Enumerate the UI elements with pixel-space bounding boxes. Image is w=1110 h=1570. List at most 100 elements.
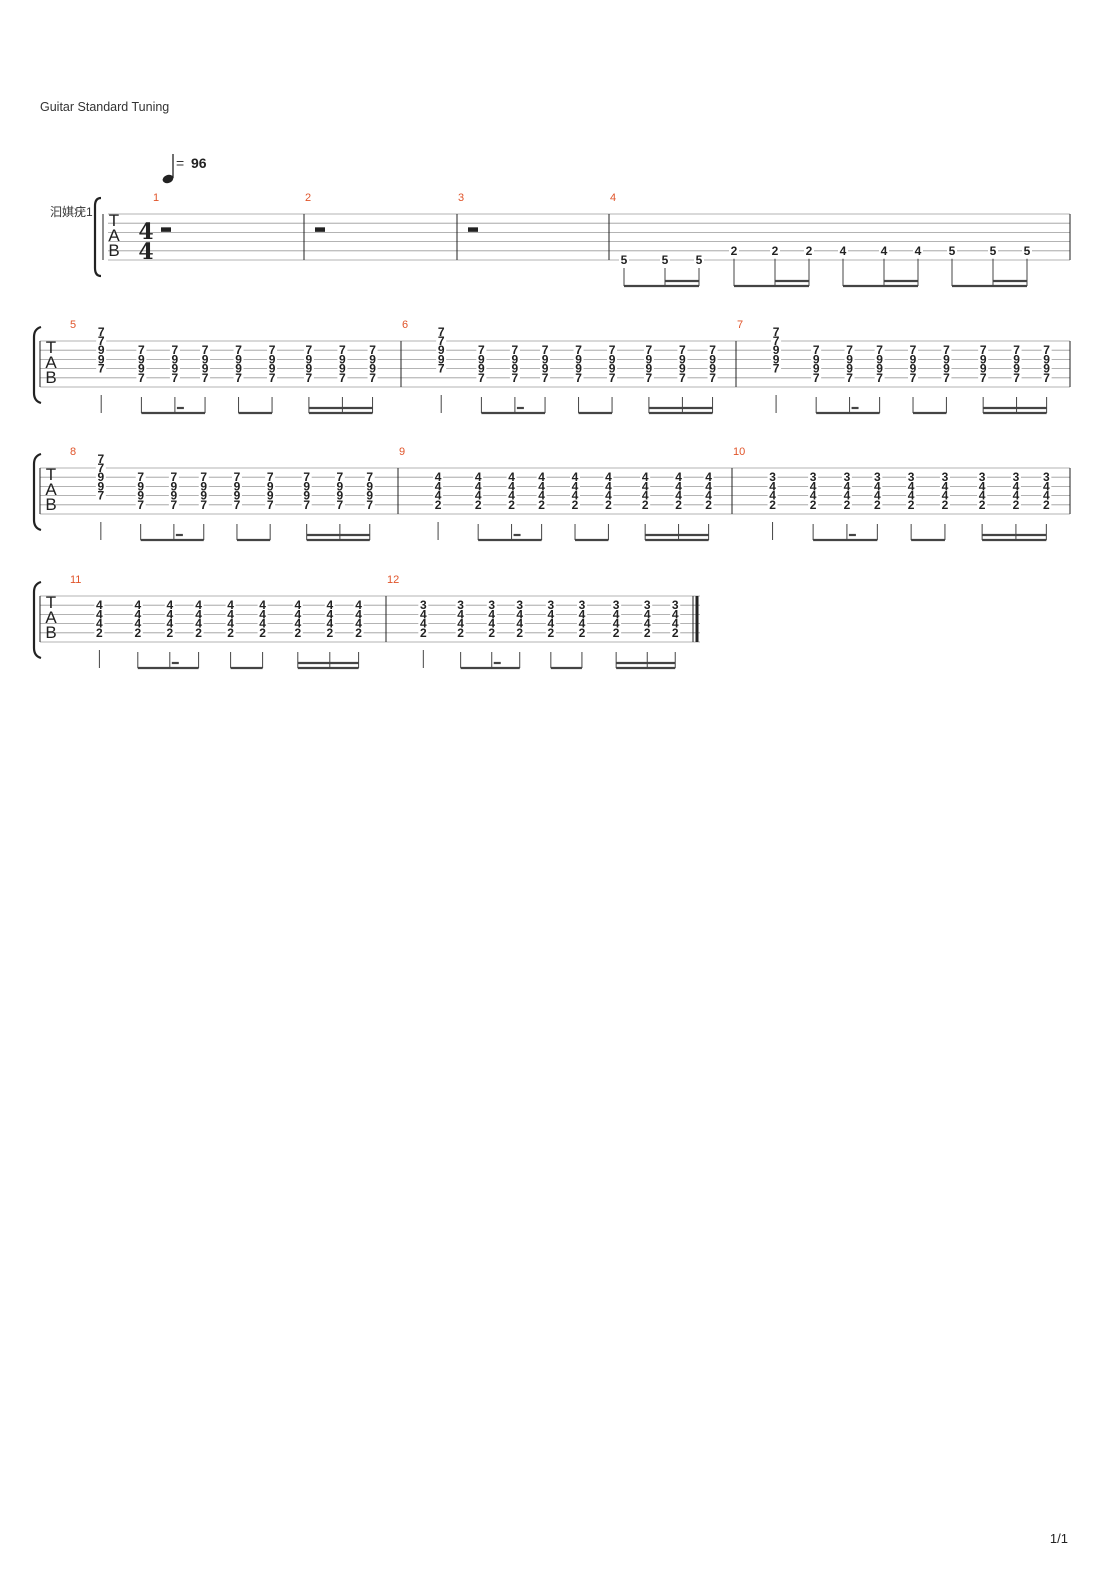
- fret-number: 7: [846, 371, 853, 385]
- fret-number: 7: [97, 461, 104, 475]
- fret-bg: [771, 326, 782, 337]
- fret-number: 4: [579, 617, 586, 631]
- fret-bg: [643, 354, 654, 365]
- fret-bg: [292, 618, 303, 629]
- fret-number: 4: [195, 617, 202, 631]
- fret-bg: [804, 244, 814, 257]
- fret-bg: [941, 345, 952, 356]
- fret-number: 2: [605, 498, 612, 512]
- fret-bg: [233, 363, 244, 374]
- fret-bg: [811, 372, 822, 383]
- fret-bg: [611, 618, 622, 629]
- fret-number: 4: [769, 489, 776, 503]
- fret-bg: [337, 372, 348, 383]
- fret-bg: [573, 372, 584, 383]
- fret-number: 9: [679, 352, 686, 366]
- fret-number: 9: [679, 362, 686, 376]
- fret-number: 4: [642, 479, 649, 493]
- fret-bg: [767, 472, 778, 483]
- fret-number: 2: [908, 498, 915, 512]
- fret-number: 3: [488, 598, 495, 612]
- fret-bg: [607, 345, 618, 356]
- fret-number: 9: [172, 362, 179, 376]
- fret-number: 7: [200, 498, 207, 512]
- fret-bg: [1041, 345, 1052, 356]
- fret-bg: [941, 354, 952, 365]
- fret-number: 7: [679, 343, 686, 357]
- fret-bg: [611, 609, 622, 620]
- fret-bg: [506, 499, 517, 510]
- fret-number: 7: [1043, 371, 1050, 385]
- fret-number: 3: [979, 470, 986, 484]
- fret-number: 4: [547, 607, 554, 621]
- fret-bg: [303, 372, 314, 383]
- fret-bg: [418, 609, 429, 620]
- fret-bg: [169, 345, 180, 356]
- fret-number: 4: [259, 607, 266, 621]
- fret-number: 9: [172, 352, 179, 366]
- fret-number: 9: [773, 352, 780, 366]
- fret-bg: [193, 609, 204, 620]
- fret-bg: [200, 372, 211, 383]
- fret-number: 7: [138, 343, 145, 357]
- fret-bg: [473, 481, 484, 492]
- fret-number: 9: [1043, 362, 1050, 376]
- fret-number: 9: [235, 362, 242, 376]
- fret-bg: [136, 372, 147, 383]
- fret-bg: [96, 326, 107, 337]
- fret-number: 7: [137, 470, 144, 484]
- fret-number: 4: [326, 617, 333, 631]
- fret-bg: [169, 354, 180, 365]
- fret-bg: [506, 472, 517, 483]
- fret-number: 7: [709, 343, 716, 357]
- fret-bg: [978, 372, 989, 383]
- fret-bg: [619, 254, 629, 266]
- fret-bg: [233, 372, 244, 383]
- fret-bg: [476, 372, 487, 383]
- fret-bg: [257, 618, 268, 629]
- fret-bg: [841, 490, 852, 501]
- fret-bg: [225, 627, 236, 638]
- fret-bg: [872, 499, 883, 510]
- fret-bg: [198, 481, 209, 492]
- fret-bg: [947, 244, 957, 257]
- fret-number: 7: [97, 452, 104, 466]
- fret-bg: [303, 363, 314, 374]
- fret-number: 2: [457, 626, 464, 640]
- fret-number: 5: [662, 253, 669, 267]
- fret-bg: [418, 627, 429, 638]
- fret-number: 3: [644, 598, 651, 612]
- fret-bg: [367, 354, 378, 365]
- tab-clef-letter: A: [108, 226, 120, 245]
- fret-number: 9: [369, 352, 376, 366]
- fret-bg: [670, 609, 681, 620]
- fret-number: 2: [810, 498, 817, 512]
- fret-number: 4: [644, 617, 651, 631]
- fret-bg: [436, 354, 447, 365]
- fret-bg: [771, 363, 782, 374]
- fret-number: 9: [303, 479, 310, 493]
- fret-bg: [767, 481, 778, 492]
- fret-number: 7: [339, 371, 346, 385]
- fret-number: 9: [137, 489, 144, 503]
- fret-bg: [337, 354, 348, 365]
- fret-bg: [135, 481, 146, 492]
- fret-bg: [476, 363, 487, 374]
- fret-bg: [811, 345, 822, 356]
- fret-bg: [486, 600, 497, 611]
- fret-number: 9: [846, 362, 853, 376]
- fret-bg: [640, 472, 651, 483]
- fret-number: 4: [475, 489, 482, 503]
- fret-bg: [324, 627, 335, 638]
- fret-number: 7: [943, 371, 950, 385]
- fret-bg: [433, 481, 444, 492]
- fret-bg: [545, 600, 556, 611]
- fret-bg: [132, 609, 143, 620]
- fret-number: 2: [769, 498, 776, 512]
- fret-number: 7: [306, 343, 313, 357]
- fret-number: 7: [575, 371, 582, 385]
- fret-number: 4: [355, 617, 362, 631]
- fret-number: 4: [538, 470, 545, 484]
- fret-number: 7: [1013, 371, 1020, 385]
- fret-number: 7: [910, 371, 917, 385]
